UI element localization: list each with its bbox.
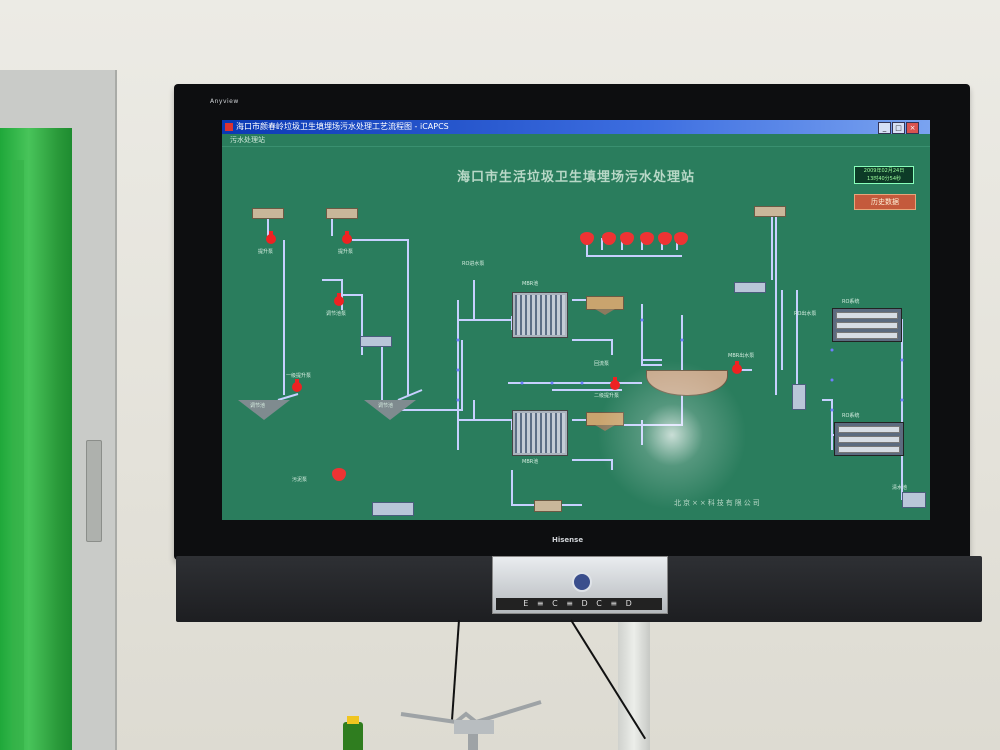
pump-icon[interactable]: [610, 377, 620, 390]
cartridge-filter: [792, 384, 806, 410]
pump-label: 污泥泵: [292, 477, 308, 483]
pump-icon[interactable]: [266, 231, 276, 244]
tank-label: 清水池: [892, 485, 908, 491]
maximize-button[interactable]: □: [892, 122, 905, 134]
ro-membrane-stack[interactable]: [834, 422, 904, 456]
sedimentation-basin: [364, 400, 416, 420]
tank-label: 调节池: [378, 403, 394, 409]
pump-label: RO进水泵: [462, 261, 485, 267]
metal-rack: [400, 700, 542, 750]
close-button[interactable]: ×: [906, 122, 919, 134]
window-glass: [0, 128, 72, 750]
level-tag: [754, 206, 786, 217]
scada-screen: 海口市颜春岭垃圾卫生填埋场污水处理工艺流程图 - iCAPCS _ □ × 污水…: [222, 120, 930, 520]
level-tag: [252, 208, 284, 219]
power-button[interactable]: [572, 572, 592, 592]
pump-label: 回流泵: [594, 361, 610, 367]
pump-label: RO出水泵: [794, 311, 817, 317]
dosing-valve-icon[interactable]: [658, 232, 672, 245]
pump-icon[interactable]: [732, 361, 742, 374]
time-text: 13时40分54秒: [866, 176, 902, 182]
ro-membrane-stack[interactable]: [832, 308, 902, 342]
control-strip: E ≡ C ≡ D C ≡ D: [496, 598, 662, 610]
menu-item-station[interactable]: 污水处理站: [230, 136, 265, 144]
mbr-module[interactable]: [512, 292, 568, 338]
tank-label: MBR池: [522, 459, 539, 465]
monitor-brand-top: Anyview: [210, 98, 239, 105]
menu-bar: 污水处理站: [222, 134, 930, 147]
app-icon: [225, 123, 233, 131]
bottle: [343, 716, 363, 750]
tank-label: 调节池: [250, 403, 266, 409]
dosing-valve-icon[interactable]: [674, 232, 688, 245]
tank-label: MBR池: [522, 281, 539, 287]
sedimentation-basin: [238, 400, 290, 420]
datetime-display: 2009年02月24日 13时40分54秒: [854, 166, 914, 184]
buffer-tank: [586, 412, 624, 431]
date-text: 2009年02月24日: [863, 168, 905, 174]
monitor-brand-bottom: Hisense: [552, 536, 584, 544]
window-latch: [86, 440, 102, 542]
level-tag: [326, 208, 358, 219]
minimize-button[interactable]: _: [878, 122, 891, 134]
sludge-tank: [534, 500, 562, 512]
monitor-stand: [618, 622, 650, 750]
history-data-button[interactable]: 历史数据: [854, 194, 916, 210]
meter-tag: [360, 336, 392, 347]
pump-label: 提升泵: [338, 249, 354, 255]
sludge-tank: [372, 502, 414, 516]
pump-label: 调节池泵: [326, 311, 347, 317]
meter-tag: [734, 282, 766, 293]
window-title: 海口市颜春岭垃圾卫生填埋场污水处理工艺流程图 - iCAPCS: [236, 122, 449, 131]
company-name: 北京××科技有限公司: [674, 499, 762, 507]
mbr-module[interactable]: [512, 410, 568, 456]
pump-label: 一级提升泵: [286, 373, 312, 379]
tank-label: RO系统: [842, 413, 860, 419]
dosing-valve-icon[interactable]: [580, 232, 594, 245]
tank-label: RO系统: [842, 299, 860, 305]
dosing-valve-icon[interactable]: [640, 232, 654, 245]
pump-icon[interactable]: [292, 379, 302, 392]
pump-icon[interactable]: [342, 231, 352, 244]
sludge-pump-icon[interactable]: [332, 468, 346, 481]
pump-label: 二级提升泵: [594, 393, 620, 399]
pump-icon[interactable]: [334, 293, 344, 306]
clean-water-tank: [902, 492, 926, 508]
window-mullion: [12, 160, 24, 750]
dosing-valve-icon[interactable]: [620, 232, 634, 245]
pump-label: 提升泵: [258, 249, 274, 255]
buffer-tank: [586, 296, 624, 315]
dosing-valve-icon[interactable]: [602, 232, 616, 245]
pipe-network: [267, 210, 904, 506]
plant-title: 海口市生活垃圾卫生填埋场污水处理站: [456, 170, 695, 185]
pump-label: MBR出水泵: [728, 353, 755, 359]
window-titlebar: 海口市颜春岭垃圾卫生填埋场污水处理工艺流程图 - iCAPCS _ □ ×: [222, 120, 930, 134]
